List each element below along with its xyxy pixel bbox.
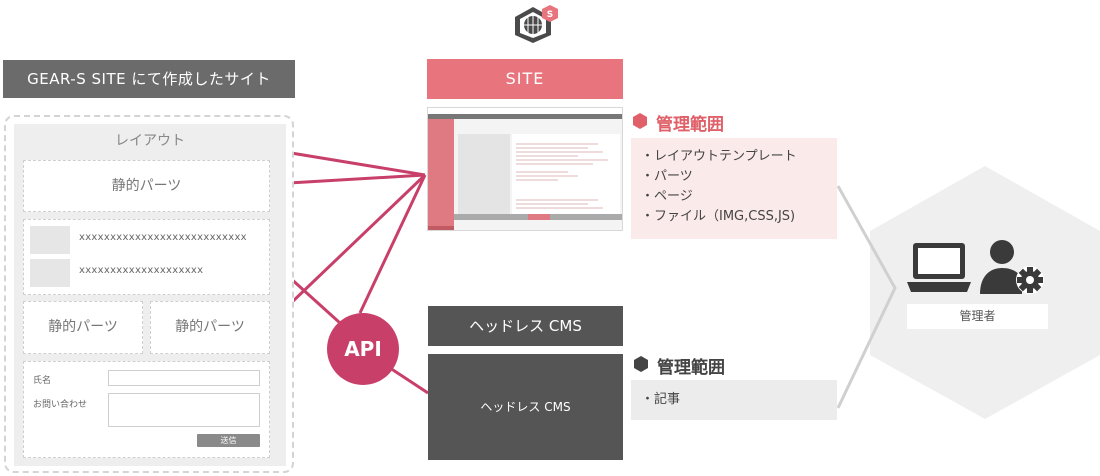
inquiry-textarea[interactable]: [108, 393, 260, 427]
list-item-text: xxxxxxxxxxxxxxxxxxxxxxxxxxx: [79, 232, 247, 243]
layout-label: レイアウト: [115, 133, 185, 149]
list-thumbnail: [30, 259, 70, 287]
user-gear-icon: [980, 240, 1044, 294]
connector-part1b-site: [271, 173, 426, 186]
scope-item: ・記事: [641, 392, 681, 407]
site-admin-screenshot: [427, 107, 623, 231]
admin-connector: [836, 185, 897, 409]
svg-text:S: S: [547, 10, 553, 20]
name-label: 氏名: [33, 376, 52, 386]
left-panel-title: GEAR-S SITE にて作成したサイト: [3, 60, 295, 98]
static-part-2: 静的パーツ: [23, 301, 143, 354]
hexagon-bullet-icon: [633, 113, 647, 129]
connector-api-cms: [389, 366, 429, 395]
connector-api-site: [358, 174, 427, 314]
connector-part3-site: [266, 173, 427, 327]
laptop-icon: [907, 243, 971, 292]
list-thumbnail: [30, 226, 70, 254]
site-scope-title: 管理範囲: [656, 115, 724, 135]
scope-item: ・ファイル（IMG,CSS,JS): [641, 209, 796, 224]
contact-form: 氏名 お問い合わせ 送信: [23, 361, 270, 458]
admin-label: 管理者: [907, 304, 1048, 329]
connector-part1-site: [284, 150, 426, 177]
name-input[interactable]: [108, 370, 260, 386]
list-item-text: xxxxxxxxxxxxxxxxxxxx: [79, 265, 204, 276]
gear-s-logo-icon: S: [515, 5, 558, 43]
static-part-1: 静的パーツ: [23, 160, 270, 212]
hexagon-bullet-icon: [634, 356, 648, 372]
api-badge: API: [327, 313, 399, 385]
cms-scope-title: 管理範囲: [657, 358, 725, 378]
cms-box: ヘッドレス CMS: [428, 354, 623, 460]
scope-item: ・ページ: [641, 189, 693, 204]
static-part-3: 静的パーツ: [150, 301, 270, 354]
scope-item: ・パーツ: [641, 169, 693, 184]
site-header: SITE: [427, 59, 623, 99]
dynamic-list: xxxxxxxxxxxxxxxxxxxxxxxxxxx xxxxxxxxxxxx…: [23, 219, 270, 295]
scope-item: ・レイアウトテンプレート: [641, 149, 797, 164]
cms-header: ヘッドレス CMS: [428, 306, 623, 346]
site-scope-box: ・レイアウトテンプレート ・パーツ ・ページ ・ファイル（IMG,CSS,JS): [631, 138, 837, 239]
cms-scope-box: ・記事: [631, 380, 837, 420]
inquiry-label: お問い合わせ: [33, 400, 88, 410]
submit-button[interactable]: 送信: [197, 434, 260, 447]
